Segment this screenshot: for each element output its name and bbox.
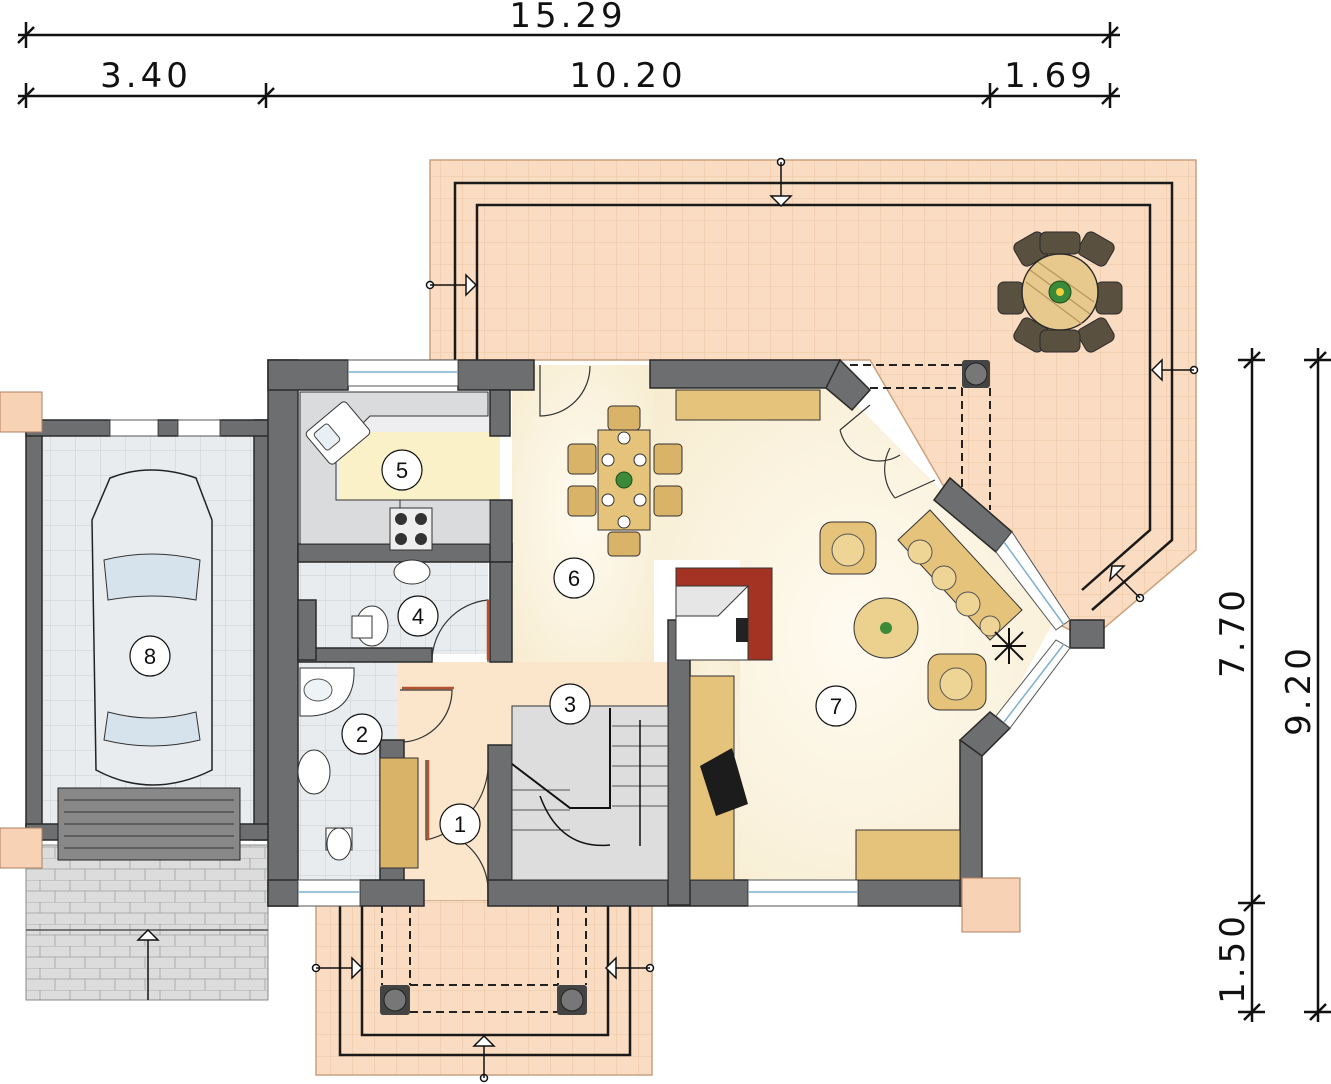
dim-top-seg-1: 3.40 (100, 56, 192, 96)
dim-right-inner-2: 1.50 (1213, 912, 1253, 1004)
room-6-label: 6 (553, 557, 595, 599)
dining-set (567, 405, 683, 557)
corner-posts (0, 391, 1021, 933)
svg-text:7: 7 (830, 694, 842, 719)
dimension-lines: 15.29 3.40 10.20 1.69 7.70 1.50 9.20 (17, 0, 1331, 1022)
windows (109, 359, 1071, 907)
room-3-label: 3 (549, 683, 591, 725)
room-1-label: 1 (439, 803, 481, 845)
dim-top-seg-3: 1.69 (1004, 56, 1096, 96)
room-labels: 1 2 3 4 5 6 7 8 (129, 449, 857, 845)
dim-top-total: 15.29 (509, 0, 626, 36)
living-room-furniture (675, 389, 1026, 881)
room-2-label: 2 (341, 713, 383, 755)
garage-car (57, 469, 241, 861)
svg-text:4: 4 (412, 604, 424, 629)
dim-top-seg-2: 10.20 (569, 56, 686, 96)
svg-text:8: 8 (144, 644, 156, 669)
svg-text:1: 1 (454, 812, 466, 837)
bathroom-fixtures (297, 559, 431, 861)
patio-table-set (997, 231, 1123, 353)
dim-right-total: 9.20 (1279, 644, 1319, 736)
svg-text:6: 6 (568, 566, 580, 591)
room-5-label: 5 (381, 449, 423, 491)
kitchen (299, 391, 491, 551)
room-4-label: 4 (397, 595, 439, 637)
rear-terrace (425, 157, 1199, 641)
garage-driveway (25, 844, 269, 1001)
svg-text:3: 3 (564, 692, 576, 717)
svg-text:5: 5 (396, 458, 408, 483)
front-porch (311, 899, 655, 1083)
svg-text:2: 2 (356, 722, 368, 747)
room-7-label: 7 (815, 685, 857, 727)
door-leaves (402, 600, 490, 840)
stairs (379, 705, 669, 881)
dim-right-inner-1: 7.70 (1213, 586, 1253, 678)
room-8-label: 8 (129, 635, 171, 677)
